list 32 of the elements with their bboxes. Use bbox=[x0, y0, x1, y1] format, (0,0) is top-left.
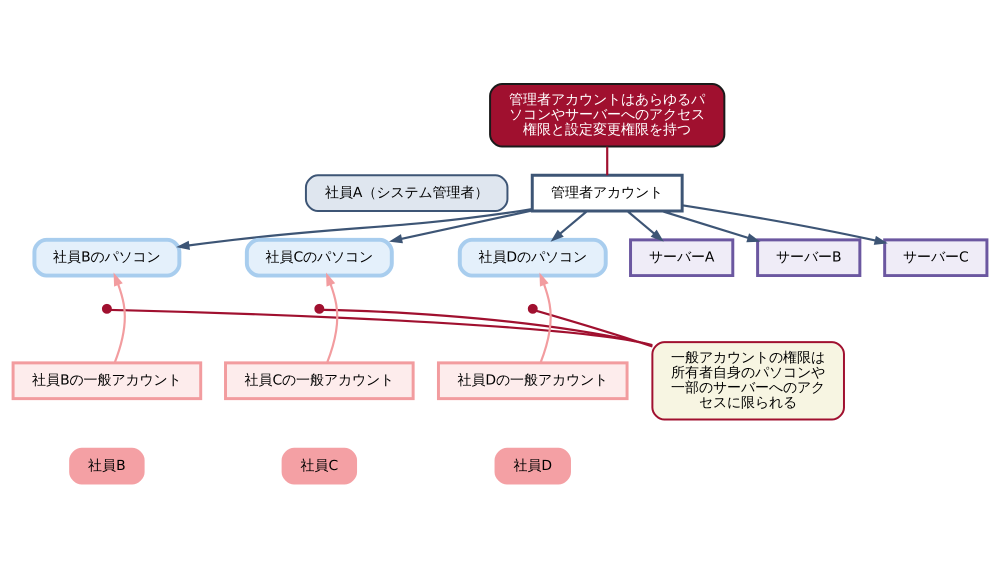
node-box: 社員A（システム管理者） bbox=[304, 174, 508, 212]
node-box: 社員Bのパソコン bbox=[32, 237, 182, 278]
node-box: 社員Bの一般アカウント bbox=[12, 360, 202, 400]
node-circle bbox=[102, 303, 112, 314]
node-box: サーバーB bbox=[756, 238, 862, 277]
connector bbox=[324, 308, 653, 346]
node-box: 社員Cの一般アカウント bbox=[224, 360, 415, 400]
node-circle bbox=[528, 303, 538, 314]
node-circle bbox=[314, 303, 324, 314]
arrow bbox=[539, 272, 552, 363]
arrow bbox=[326, 272, 338, 363]
arrow bbox=[626, 210, 664, 242]
arrow bbox=[114, 272, 126, 363]
node-box: 社員Cのパソコン bbox=[244, 237, 394, 278]
node-box: 一般アカウントの権限は所有者自身のパソコンや一部のサーバーへのアクセスに限られる bbox=[651, 340, 845, 420]
connector bbox=[111, 308, 652, 346]
connector bbox=[536, 309, 653, 347]
arrow bbox=[388, 208, 532, 243]
node-box: 管理者アカウントはあらゆるパソコンやサーバーへのアクセス権限と設定変更権限を持つ bbox=[489, 82, 726, 147]
node-box: 管理者アカウント bbox=[530, 173, 684, 212]
arrow bbox=[682, 204, 888, 244]
node-box: 社員C bbox=[282, 447, 358, 484]
node-box: 社員Dの一般アカウント bbox=[436, 360, 629, 400]
node-box: 社員D bbox=[494, 447, 571, 484]
node-box: 社員B bbox=[69, 447, 145, 484]
arrow bbox=[176, 208, 532, 250]
node-box: サーバーA bbox=[629, 238, 734, 277]
connector bbox=[606, 146, 608, 175]
node-box: サーバーC bbox=[883, 238, 988, 277]
arrow bbox=[550, 210, 588, 242]
arrow bbox=[661, 210, 760, 242]
node-box: 社員Dのパソコン bbox=[458, 237, 608, 278]
